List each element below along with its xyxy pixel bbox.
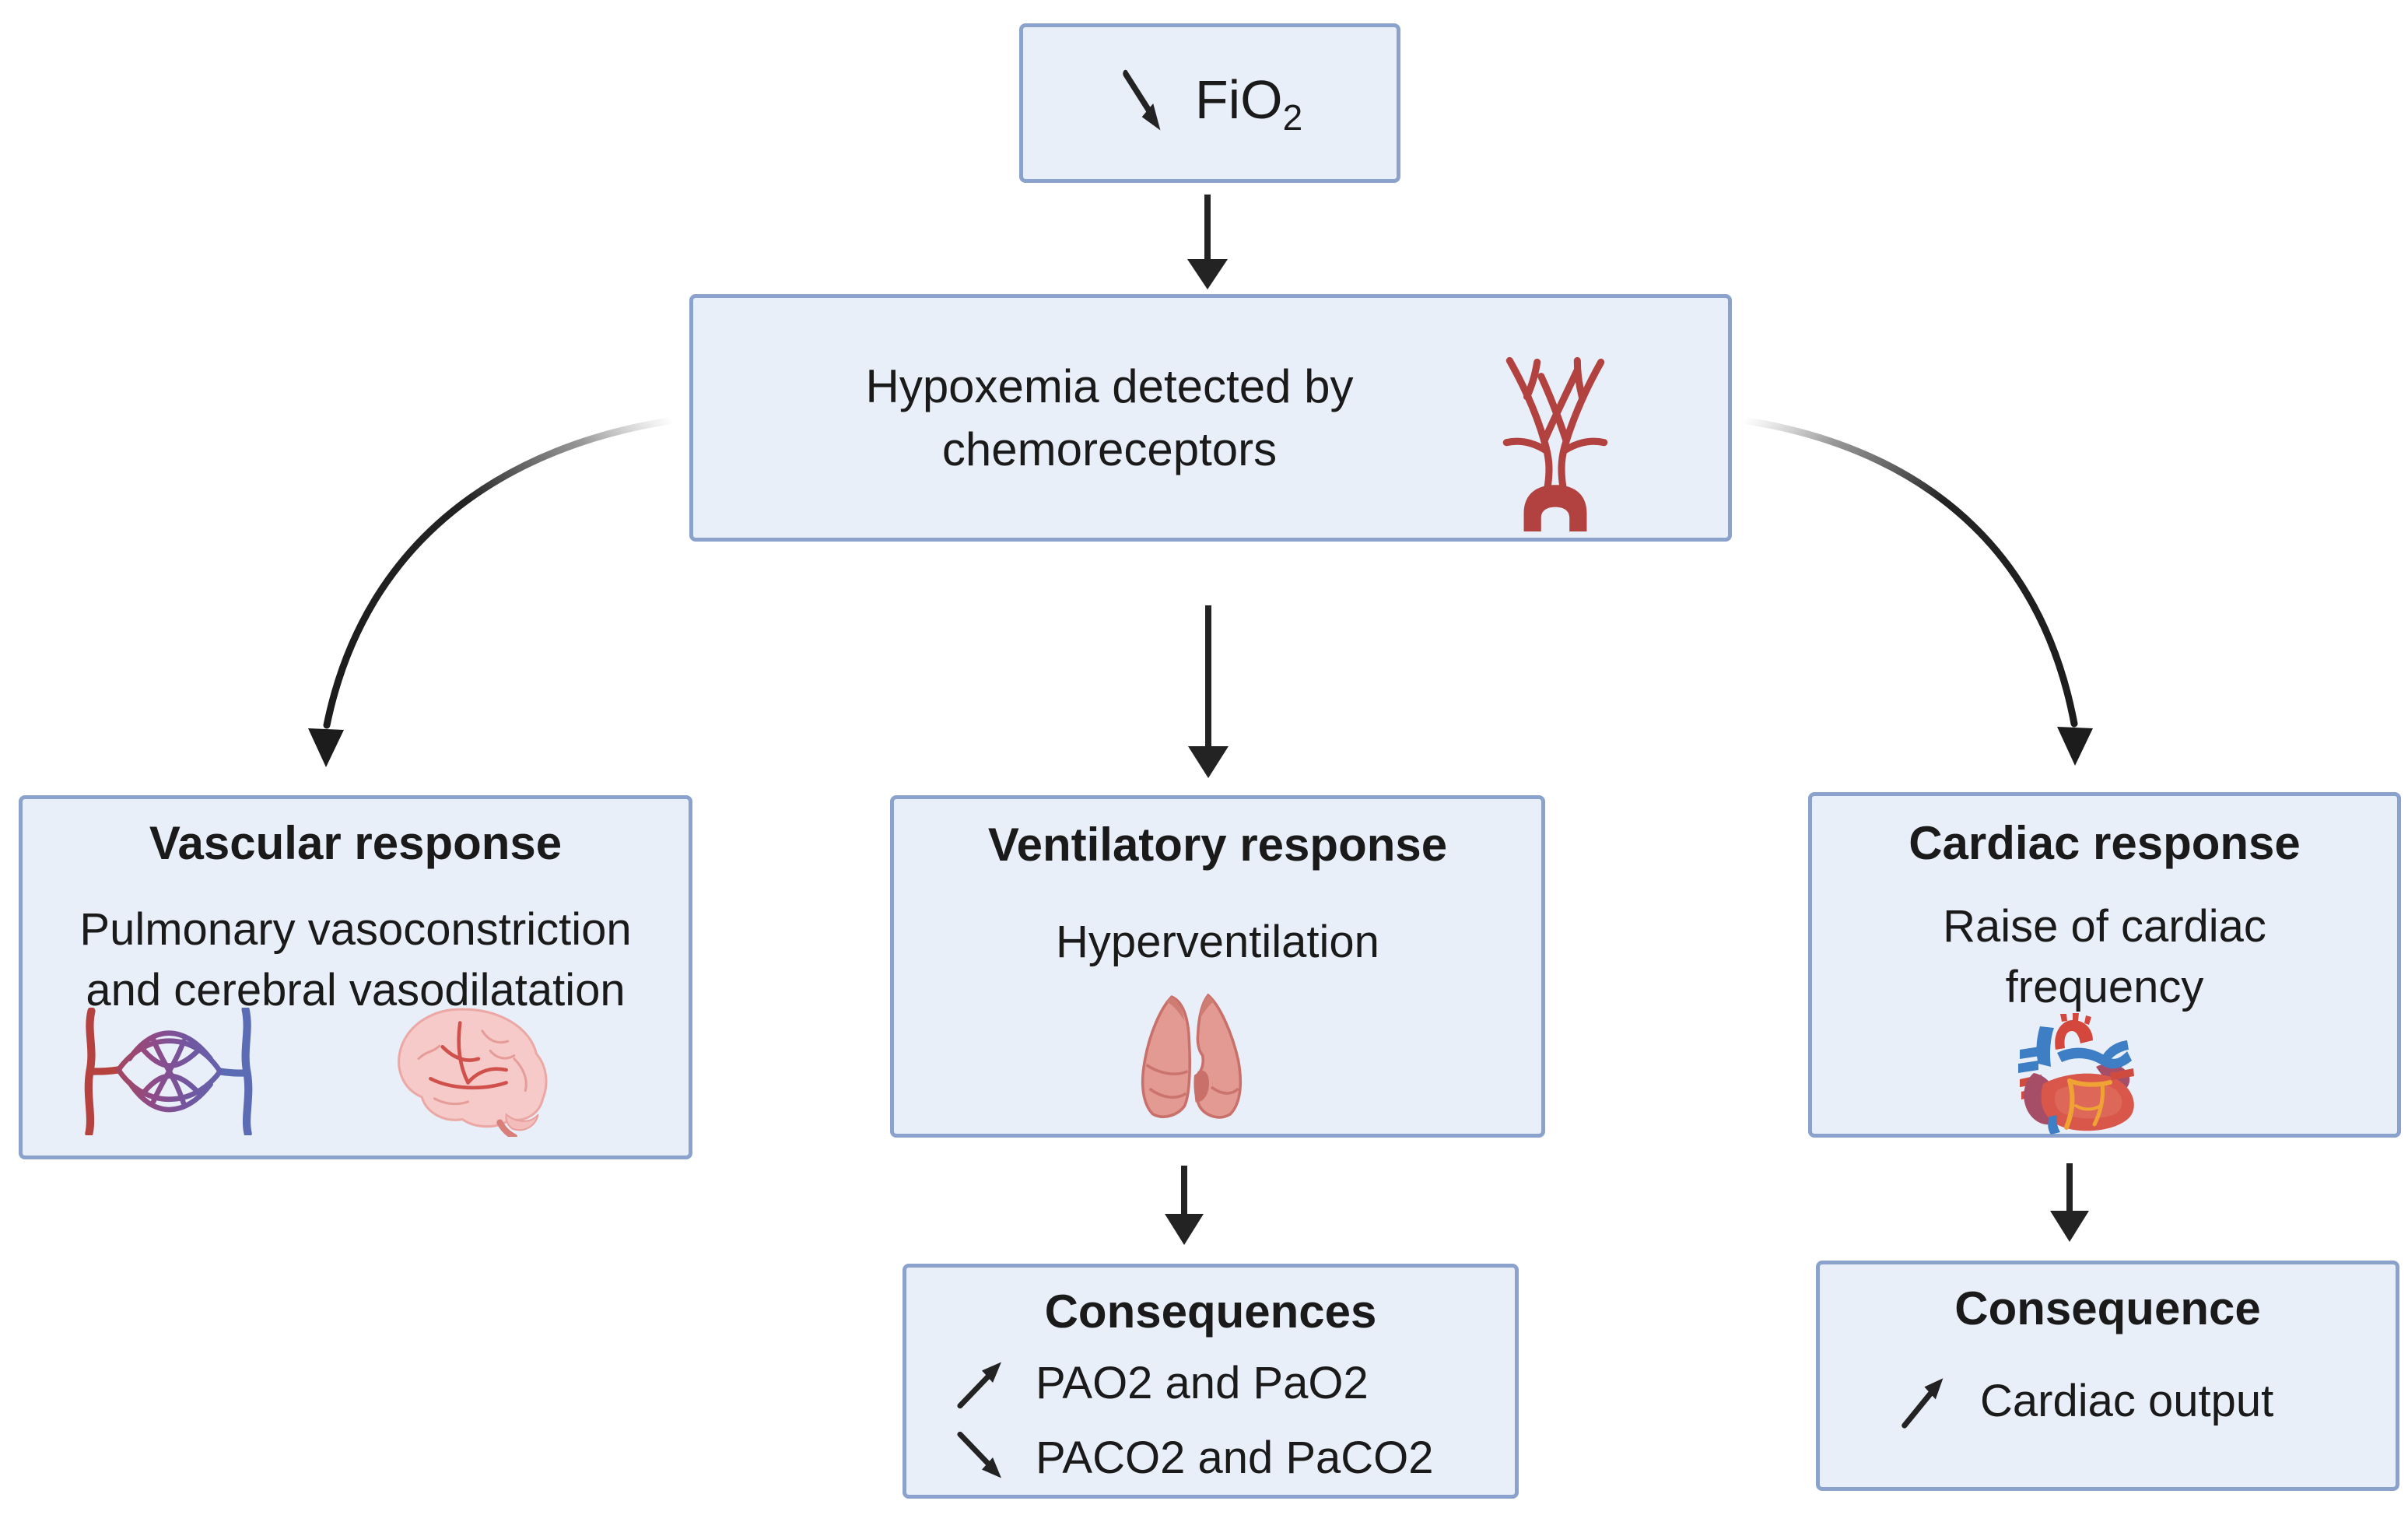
consequence-row-cardiac-output: Cardiac output [1895, 1368, 2396, 1433]
consequences-node: Consequences PAO2 and PaO2 PACO2 and PaC… [903, 1264, 1519, 1499]
lungs-icon [1141, 993, 1243, 1119]
consequence-row-pao2: PAO2 and PaO2 [952, 1352, 1515, 1413]
consequences-title: Consequences [1044, 1285, 1377, 1338]
arrow-hypoxemia-to-vascular [308, 416, 678, 767]
consequence-text: PACO2 and PaCO2 [1036, 1432, 1434, 1483]
arrow-fio2-to-hypoxemia [1187, 195, 1228, 289]
cardiac-body: Raise of cardiac frequency [1943, 901, 2266, 1012]
decrease-arrow-icon [952, 1427, 1012, 1488]
chemoreceptor-icon [1502, 356, 1608, 531]
cardiac-title: Cardiac response [1909, 817, 2301, 869]
vascular-title: Vascular response [149, 817, 563, 869]
heart-icon [2018, 1013, 2134, 1134]
ventilatory-response-node: Ventilatory response Hyperventilation [890, 795, 1545, 1138]
arrow-ventilatory-to-consequences [1165, 1166, 1204, 1245]
ventilatory-body: Hyperventilation [1056, 917, 1379, 967]
increase-arrow-icon [952, 1352, 1012, 1413]
arrow-cardiac-to-consequence [2050, 1163, 2089, 1242]
fio2-label: FiO2 [1194, 68, 1303, 138]
ventilatory-title: Ventilatory response [987, 819, 1448, 871]
hypoxemia-node: Hypoxemia detected by chemoreceptors [689, 294, 1732, 542]
increase-arrow-icon [1895, 1368, 1957, 1433]
decrease-arrow-icon [1117, 66, 1169, 141]
cardiac-response-node: Cardiac response Raise of cardiac freque… [1808, 792, 2401, 1138]
consequence-text: Cardiac output [1980, 1375, 2274, 1426]
arrow-hypoxemia-to-cardiac [1739, 416, 2093, 766]
fio2-node: FiO2 [1019, 23, 1400, 183]
consequence-node: Consequence Cardiac output [1816, 1261, 2399, 1491]
brain-icon [398, 1008, 548, 1137]
consequence-title: Consequence [1954, 1282, 2261, 1334]
consequence-text: PAO2 and PaO2 [1036, 1357, 1369, 1408]
consequence-row-paco2: PACO2 and PaCO2 [952, 1427, 1515, 1488]
vascular-response-node: Vascular response Pulmonary vasoconstric… [19, 795, 692, 1159]
arrow-hypoxemia-to-ventilatory [1188, 605, 1229, 778]
vascular-body: Pulmonary vasoconstriction and cerebral … [79, 904, 632, 1015]
capillary-bed-icon [84, 1008, 253, 1135]
hypoxemia-label: Hypoxemia detected by chemoreceptors [865, 360, 1354, 475]
